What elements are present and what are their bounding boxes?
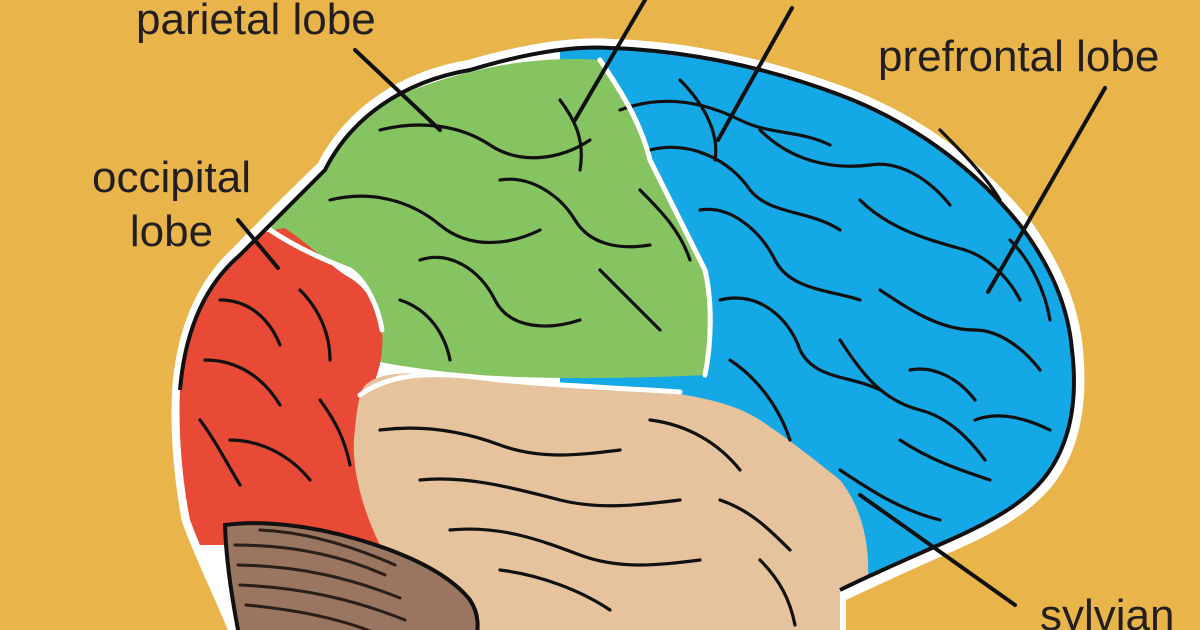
leader-line-sylvian: [858, 493, 1017, 607]
occipital-label-line1: occipital: [92, 153, 251, 202]
sylvian-label: sylvian: [1040, 591, 1175, 630]
cerebellum-folds: [233, 528, 407, 630]
leader-line-parietal: [353, 48, 442, 132]
cerebellum: [222, 521, 480, 630]
leader-line-top-right: [716, 6, 794, 142]
leader-lines: [236, 0, 1107, 607]
parietal-lobe: [270, 59, 711, 379]
occipital-label-line2: lobe: [129, 207, 214, 256]
leader-line-occipital: [236, 218, 280, 270]
lobe-boundaries: [267, 57, 713, 398]
leader-line-prefrontal: [986, 86, 1107, 294]
parietal-lobe-label: parietal lobe: [136, 0, 376, 44]
occipital-lobe-label: occipital lobe: [92, 151, 251, 259]
prefrontal-lobe-label: prefrontal lobe: [878, 32, 1160, 81]
brain-outline: [178, 45, 1076, 592]
leader-line-top-center: [573, 0, 647, 122]
